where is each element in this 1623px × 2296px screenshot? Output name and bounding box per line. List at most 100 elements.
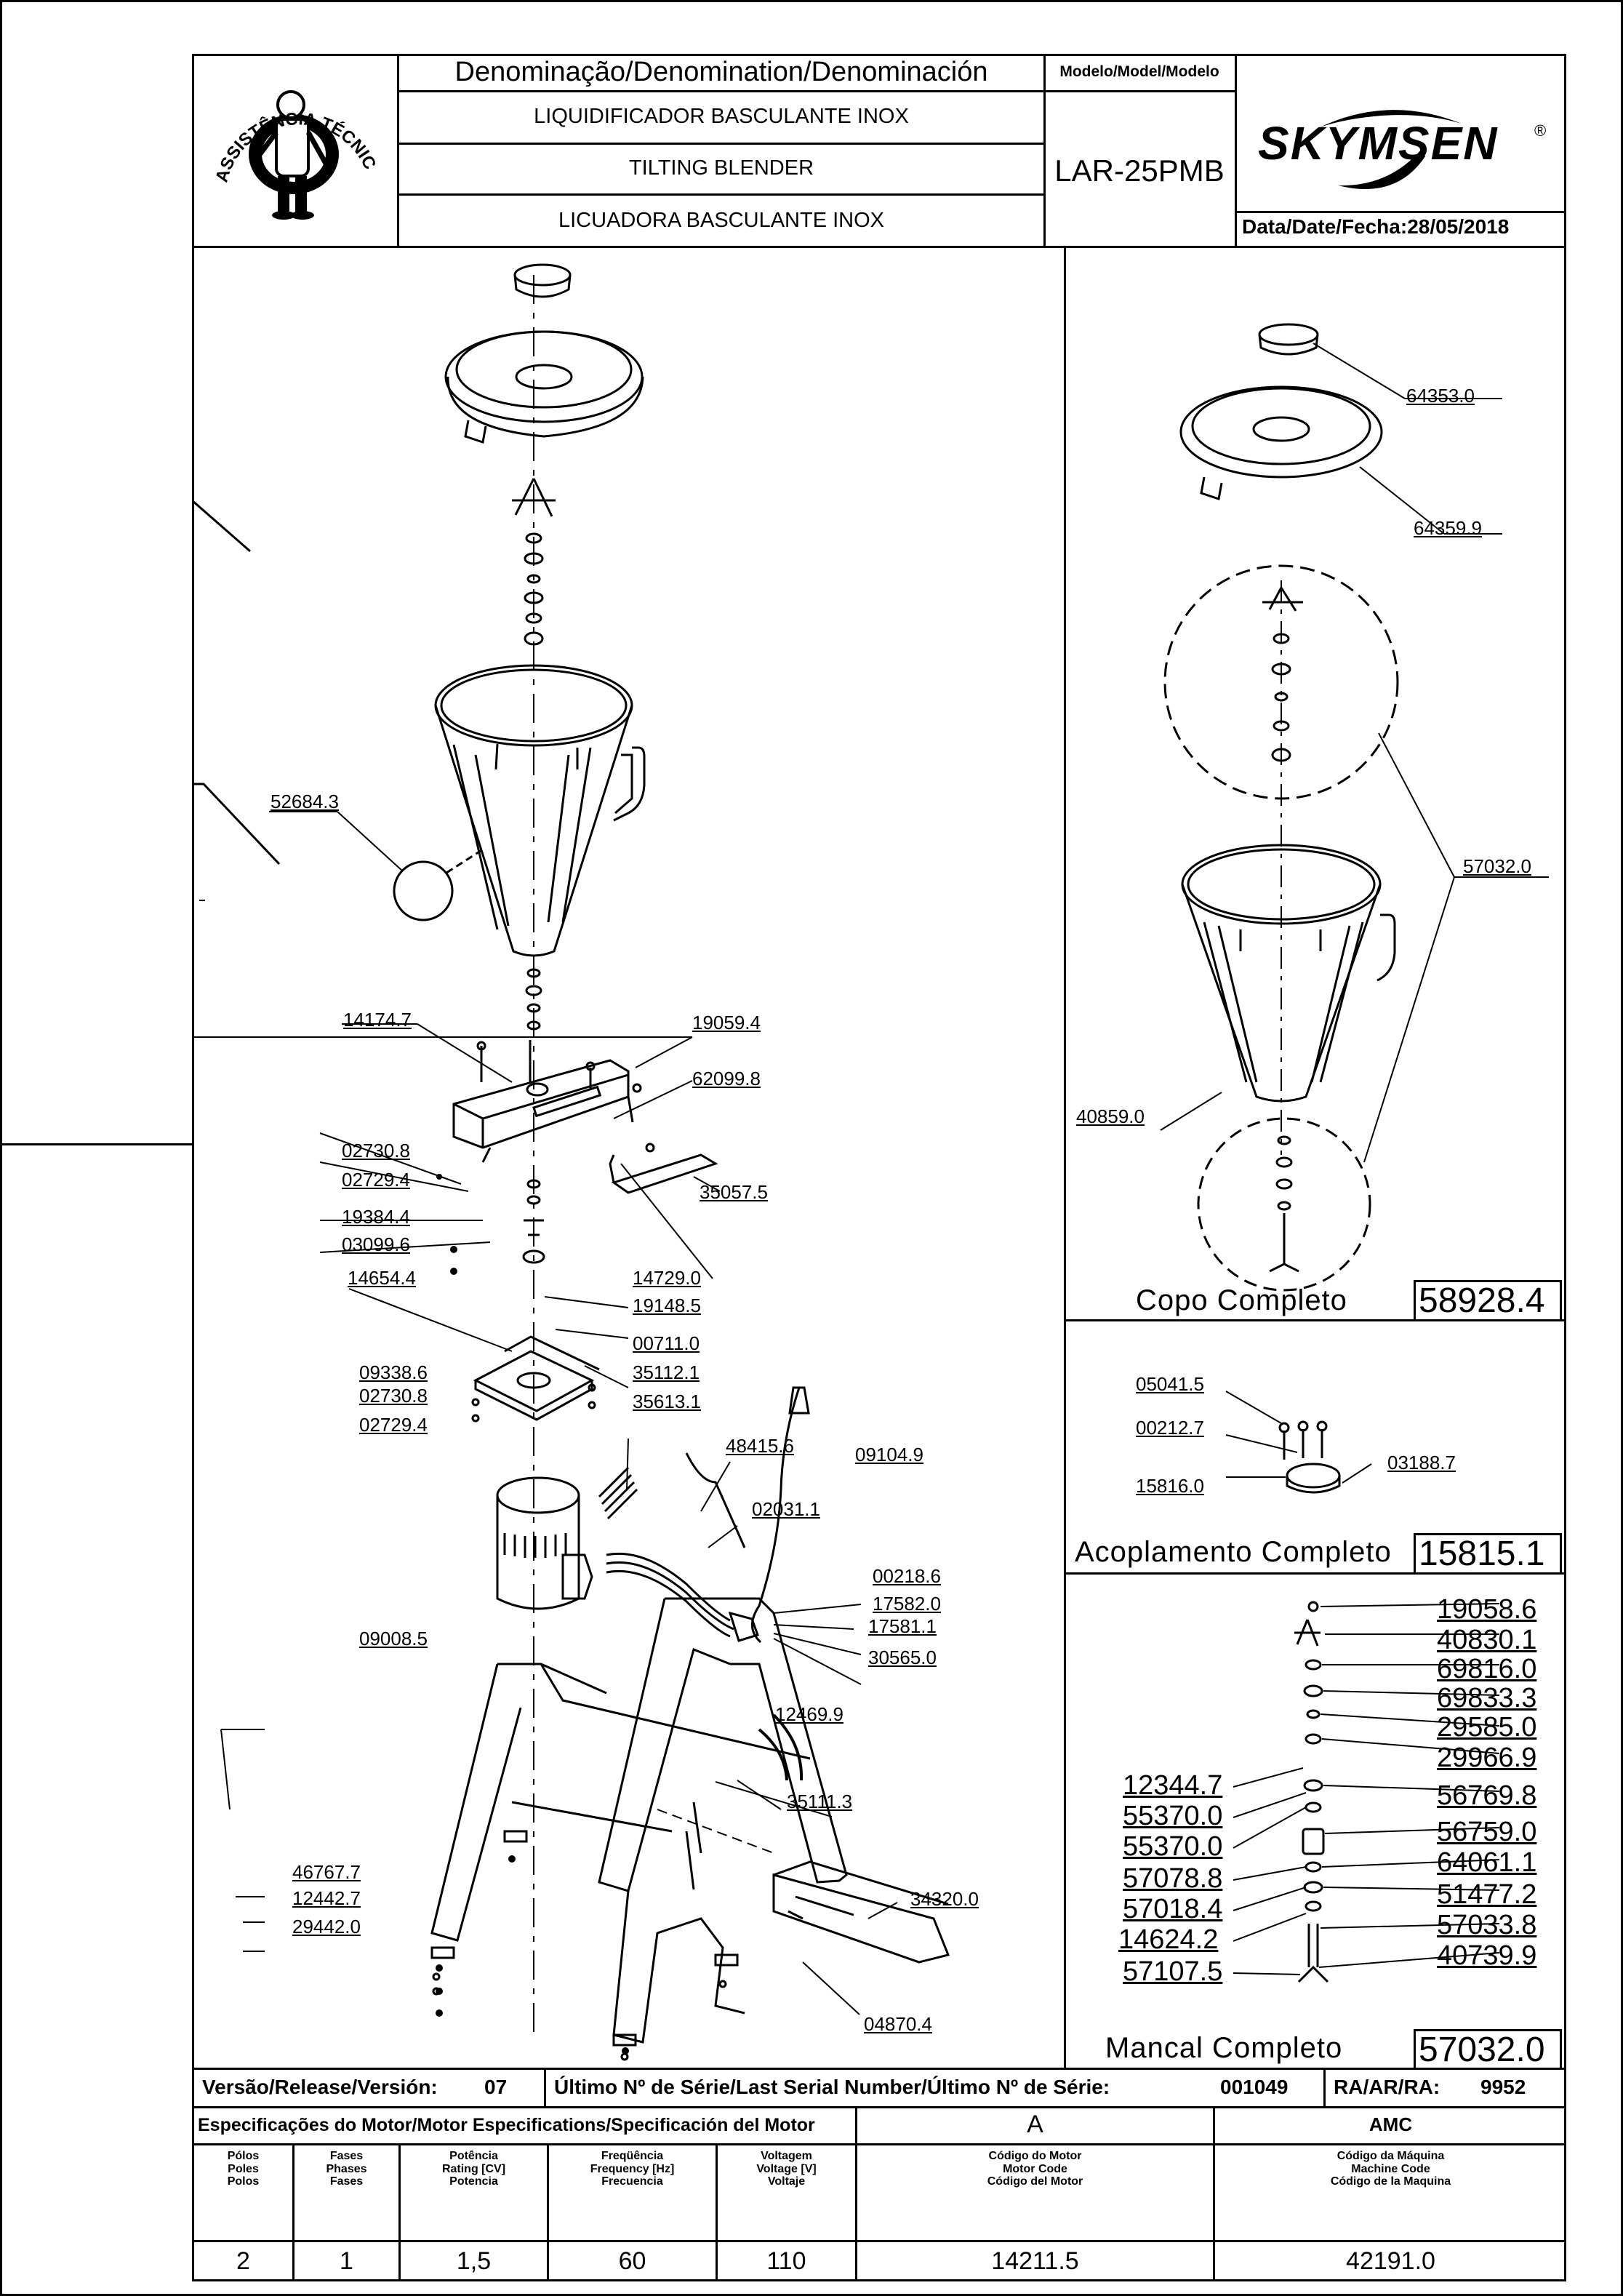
coupling-assembly-code-box: 15815.1 <box>1414 1533 1562 1572</box>
part-label: 46767.7 <box>292 1861 361 1883</box>
part-label: 29585.0 <box>1437 1712 1537 1743</box>
part-label: 52684.3 <box>270 791 339 812</box>
brand-registered-mark: ® <box>1534 121 1547 140</box>
coupling-assembly-code: 15815.1 <box>1419 1535 1545 1573</box>
ra-label: RA/AR/RA: <box>1334 2076 1440 2098</box>
ra-value: 9952 <box>1480 2076 1526 2098</box>
name-english: TILTING BLENDER <box>628 156 814 180</box>
part-label: 09338.6 <box>359 1361 428 1383</box>
spec-value-motor-code: 14211.5 <box>991 2247 1079 2275</box>
name-portuguese: LIQUIDIFICADOR BASCULANTE INOX <box>534 105 909 128</box>
part-label: 64353.0 <box>1406 385 1475 407</box>
part-label: 03188.7 <box>1387 1452 1456 1473</box>
part-label: 05041.5 <box>1136 1373 1204 1395</box>
serial-value: 001049 <box>1220 2076 1289 2098</box>
spec-header-rating: Potência Rating [CV] Potencia <box>441 2150 506 2188</box>
bearing-assembly-code: 57032.0 <box>1419 2031 1545 2069</box>
panel-divider-cup <box>1064 1319 1566 1321</box>
part-label: 12344.7 <box>1123 1770 1223 1801</box>
part-label: 14654.4 <box>348 1267 416 1289</box>
coupling-assembly-drawing <box>1225 1391 1372 1494</box>
part-label: 19384.4 <box>342 1206 410 1228</box>
part-label: 64359.9 <box>1414 517 1482 539</box>
cup-assembly-drawing <box>1160 323 1549 1292</box>
part-label: 35112.1 <box>633 1361 700 1383</box>
cup-assembly-code: 58928.4 <box>1419 1281 1545 1320</box>
part-label: 35111.3 <box>787 1791 853 1812</box>
part-label: 09104.9 <box>855 1444 923 1465</box>
part-label: 15816.0 <box>1136 1475 1204 1497</box>
bearing-assembly-drawing <box>1233 1601 1500 1983</box>
part-label: 55370.0 <box>1123 1801 1223 1831</box>
part-label: 57107.5 <box>1123 1956 1223 1987</box>
spec-value-poles: 2 <box>236 2247 250 2275</box>
part-label: 40859.0 <box>1076 1105 1145 1127</box>
model-title: Modelo/Model/Modelo <box>1059 63 1219 80</box>
date-value: 28/05/2018 <box>1407 215 1510 238</box>
part-label: 00711.0 <box>633 1332 700 1354</box>
part-label: 02730.8 <box>359 1385 428 1407</box>
part-label: 34320.0 <box>910 1888 979 1910</box>
part-label: 02729.4 <box>342 1169 410 1191</box>
spec-header-frequency: Freqüência Frequency [Hz] Frecuencia <box>590 2150 675 2188</box>
part-label: 19059.4 <box>692 1012 761 1033</box>
part-label: 14174.7 <box>343 1009 412 1031</box>
date-row: Data/Date/Fecha:28/05/2018 <box>1242 217 1509 237</box>
spec-value-voltage: 110 <box>766 2247 806 2275</box>
cup-assembly-title: Copo Completo <box>1136 1284 1347 1316</box>
part-label: 17582.0 <box>873 1593 941 1615</box>
spec-value-phases: 1 <box>340 2247 353 2275</box>
part-label: 40739.9 <box>1437 1940 1537 1971</box>
spec-value-frequency: 60 <box>618 2247 646 2275</box>
part-label: 69816.0 <box>1437 1654 1537 1684</box>
part-label: 56759.0 <box>1437 1817 1537 1847</box>
part-label: 55370.0 <box>1123 1831 1223 1862</box>
spec-value-machine-code: 42191.0 <box>1346 2247 1435 2275</box>
part-label: 12442.7 <box>292 1887 361 1909</box>
part-label: 51477.2 <box>1437 1879 1537 1910</box>
part-label: 02729.4 <box>359 1414 428 1436</box>
date-label: Data/Date/Fecha: <box>1242 215 1408 238</box>
version-value: 07 <box>484 2076 508 2098</box>
brand-swoosh-icon <box>1320 110 1462 189</box>
part-label: 48415.6 <box>726 1435 794 1457</box>
drawing-sheet <box>192 54 1566 2281</box>
part-label: 09008.5 <box>359 1628 428 1649</box>
part-label: 35613.1 <box>633 1391 701 1412</box>
part-label: 57032.0 <box>1463 855 1531 877</box>
part-label: 19148.5 <box>633 1295 701 1316</box>
part-label: 29966.9 <box>1437 1743 1537 1773</box>
part-label: 14624.2 <box>1118 1924 1219 1955</box>
binding-margin-line <box>0 1143 192 1145</box>
part-label: 02031.1 <box>752 1498 820 1520</box>
part-label: 19058.6 <box>1437 1594 1537 1625</box>
bearing-assembly-code-box: 57032.0 <box>1414 2029 1562 2068</box>
part-label: 03099.6 <box>342 1233 410 1255</box>
machine-column-label: AMC <box>1368 2113 1413 2135</box>
part-label: 00212.7 <box>1136 1417 1204 1439</box>
part-label: 30565.0 <box>868 1647 937 1668</box>
part-label: 17581.1 <box>868 1615 937 1637</box>
part-label: 12469.9 <box>775 1703 843 1725</box>
brand-name: SKYMSEN <box>1258 117 1499 169</box>
part-label: 57033.8 <box>1437 1910 1537 1940</box>
spec-header-voltage: Voltagem Voltage [V] Voltaje <box>756 2150 817 2188</box>
part-label: 40830.1 <box>1437 1625 1537 1655</box>
part-label: 69833.3 <box>1437 1683 1537 1713</box>
model-number: LAR-25PMB <box>1054 153 1225 188</box>
serial-label: Último Nº de Série/Last Serial Number/Úl… <box>554 2076 1110 2098</box>
part-label: 64061.1 <box>1437 1847 1537 1878</box>
part-label: 29442.0 <box>292 1916 361 1937</box>
panel-divider-coupling <box>1064 1572 1566 1575</box>
part-label: 62099.8 <box>692 1068 761 1089</box>
part-label: 57018.4 <box>1123 1894 1223 1924</box>
skymsen-brand-logo: SKYMSEN ® <box>1251 105 1556 193</box>
spec-header-machine-code: Código da Máquina Machine Code Código de… <box>1330 2150 1451 2188</box>
assistance-seal-logo: ASSISTÊNCIA TÉCNICA AUTORIZADA <box>198 60 380 220</box>
spec-header-poles: Pólos Poles Polos <box>227 2150 260 2188</box>
part-label: 02730.8 <box>342 1140 410 1161</box>
bearing-assembly-title: Mancal Completo <box>1105 2032 1343 2064</box>
denomination-title: Denominação/Denomination/Denominación <box>454 57 988 87</box>
part-label: 57078.8 <box>1123 1863 1223 1894</box>
